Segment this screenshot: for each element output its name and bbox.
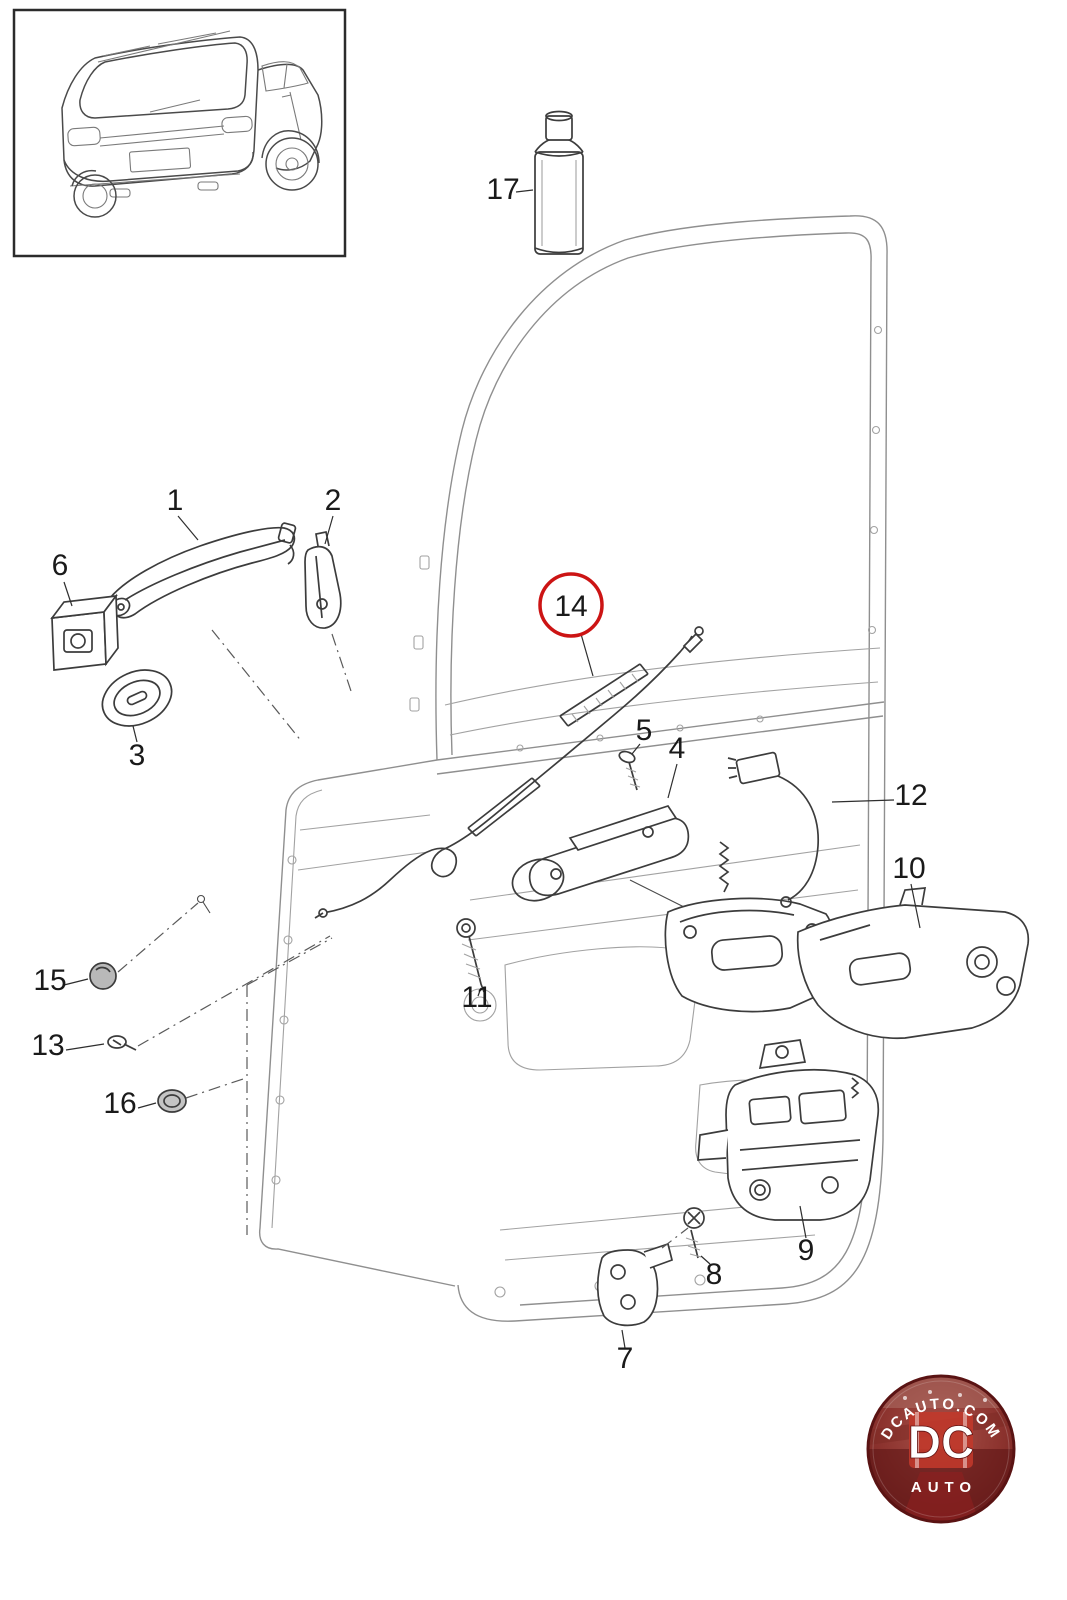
handle-gasket-part-3	[101, 669, 173, 727]
callout-8: 8	[706, 1258, 723, 1291]
dcauto-watermark-logo: DCAUTO.COM DC AUTO	[866, 1374, 1016, 1524]
callout-7: 7	[617, 1342, 634, 1375]
assembly-axis-lines	[117, 629, 689, 1249]
callout-4: 4	[669, 732, 686, 765]
logo-banner-stripe-left	[915, 1412, 919, 1468]
screw-part-5	[618, 750, 641, 791]
callout-16: 16	[103, 1087, 136, 1120]
callout-2: 2	[325, 484, 342, 517]
callout-1: 1	[167, 484, 184, 517]
bolt-part-8	[683, 1207, 705, 1259]
callout-15: 15	[33, 964, 66, 997]
microswitch-wire-part-12	[727, 751, 819, 908]
interior-handle-assembly-part-4	[511, 804, 730, 916]
logo-monogram: DC	[908, 1416, 974, 1468]
callout-10: 10	[892, 852, 925, 885]
vehicle-thumbnail	[12, 8, 347, 258]
callout-14-highlighted: 14	[554, 590, 587, 623]
lock-cylinder-cap-part-6	[50, 593, 119, 671]
cap-part-16	[157, 1089, 187, 1113]
handle-cover-bracket	[664, 897, 836, 1013]
handle-end-cap-part-2	[304, 531, 342, 629]
callout-5: 5	[636, 714, 653, 747]
leader-lines	[63, 189, 921, 1349]
exterior-door-handle-part-1	[109, 522, 297, 619]
callout-11: 11	[461, 981, 492, 1014]
callout-9: 9	[798, 1234, 815, 1267]
callout-3: 3	[129, 739, 146, 772]
highlight-circle-part-14	[538, 572, 604, 638]
grommet-part-15	[89, 962, 117, 990]
screw-part-11	[456, 918, 485, 993]
striker-plate-part-7	[596, 1242, 674, 1327]
logo-banner-stripe-right	[963, 1412, 967, 1468]
logo-banner	[909, 1412, 973, 1468]
callouts: 1 2 3 4 5 6 7 8 9 10 11 12 13 14 15 16 1…	[31, 173, 927, 1375]
callout-12: 12	[894, 779, 927, 812]
callout-17: 17	[486, 173, 519, 206]
logo-outer-ring	[866, 1374, 1016, 1524]
carrier-bracket-part-10	[796, 887, 1030, 1040]
door-lock-latch-part-9	[697, 1039, 880, 1221]
screw-part-13	[107, 1035, 137, 1051]
bowden-cable-part-14	[314, 626, 704, 919]
callout-6: 6	[52, 549, 69, 582]
retainer-pin	[196, 894, 211, 914]
logo-subtext: AUTO	[911, 1479, 977, 1496]
thumbnail-border	[12, 8, 347, 258]
logo-inner-ring	[872, 1380, 1010, 1518]
callout-13: 13	[31, 1029, 64, 1062]
lubricant-can-part-17	[534, 110, 584, 255]
